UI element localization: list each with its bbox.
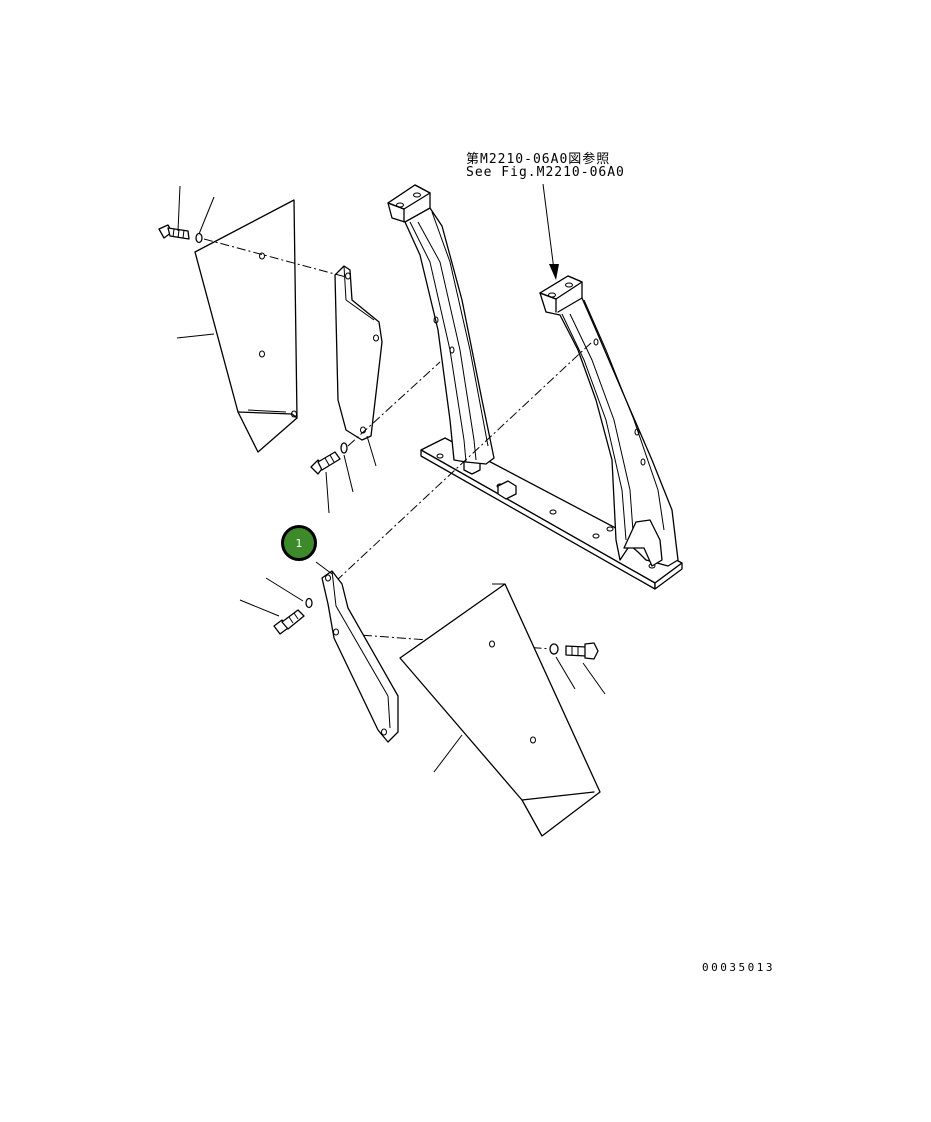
bolt-upper-middle bbox=[310, 442, 348, 475]
upper-left-cover-plate bbox=[194, 199, 298, 453]
bolt-lower-right bbox=[549, 642, 599, 660]
reference-arrow bbox=[542, 183, 559, 280]
leader-lines bbox=[176, 185, 606, 773]
bolt-lower-left bbox=[273, 597, 313, 635]
reference-text-english: See Fig.M2210-06A0 bbox=[466, 165, 625, 180]
bolt-upper-left bbox=[158, 224, 203, 244]
callout-label: 1 bbox=[295, 536, 303, 550]
frame-assembly bbox=[387, 184, 683, 590]
reference-text-japanese: 第M2210-06A0図参照 bbox=[466, 152, 611, 167]
drawing-number: 00035013 bbox=[702, 961, 775, 974]
upper-bracket bbox=[334, 265, 383, 441]
lower-right-cover-plate bbox=[399, 583, 601, 837]
lower-bracket bbox=[321, 570, 399, 743]
callout-marker-1[interactable]: 1 bbox=[281, 525, 317, 561]
